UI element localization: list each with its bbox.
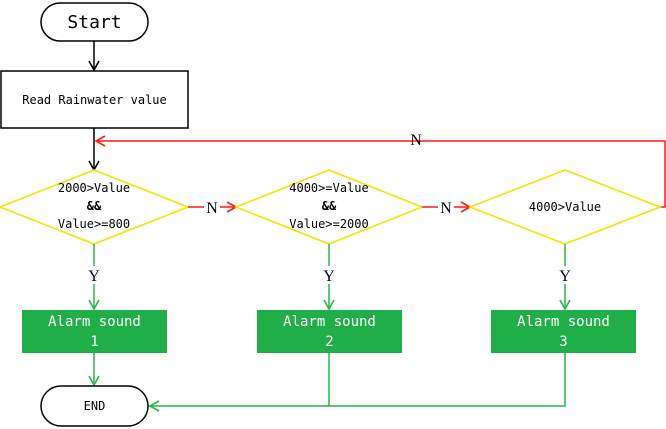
edge-loop-back xyxy=(94,135,666,208)
alarm3-box xyxy=(491,310,636,353)
read-process-box xyxy=(0,70,189,129)
start-label: Start xyxy=(67,12,121,33)
edge-label-n-loop: N xyxy=(410,132,422,149)
decision2-line2: && xyxy=(322,199,337,213)
alarm2-line1: Alarm sound xyxy=(283,314,376,330)
end-terminator xyxy=(40,385,149,427)
alarm2-line2: 2 xyxy=(325,334,333,350)
alarm3-line2: 3 xyxy=(559,334,567,350)
alarm3-line1: Alarm sound xyxy=(517,314,610,330)
read-process-label: Read Rainwater value xyxy=(22,93,167,107)
edge-label-n2: N xyxy=(440,200,452,217)
edge-label-y1-bg xyxy=(86,266,102,284)
edge-label-y1: Y xyxy=(88,268,100,285)
edge-label-n2-bg xyxy=(438,198,454,216)
alarm1-line2: 1 xyxy=(90,334,98,350)
alarm2-box xyxy=(257,310,402,353)
edge-label-n1: N xyxy=(206,200,218,217)
edge-label-y3: Y xyxy=(559,268,571,285)
decision3-label: 4000>Value xyxy=(529,200,601,214)
edge-alarm3-to-end xyxy=(148,353,566,412)
edge-label-y3-bg xyxy=(557,266,573,284)
edge-label-n1-bg xyxy=(204,198,220,216)
edge-label-y2-bg xyxy=(321,266,337,284)
decision1-line1: 2000>Value xyxy=(58,181,130,195)
decision1-line2: && xyxy=(87,199,102,213)
edge-label-y2: Y xyxy=(323,268,335,285)
end-label: END xyxy=(84,399,106,413)
decision2-line1: 4000>=Value xyxy=(289,181,368,195)
alarm1-box xyxy=(22,310,167,353)
alarm1-line1: Alarm sound xyxy=(48,314,141,330)
decision1-line3: Value>=800 xyxy=(58,217,130,231)
decision2-line3: Value>=2000 xyxy=(289,217,368,231)
